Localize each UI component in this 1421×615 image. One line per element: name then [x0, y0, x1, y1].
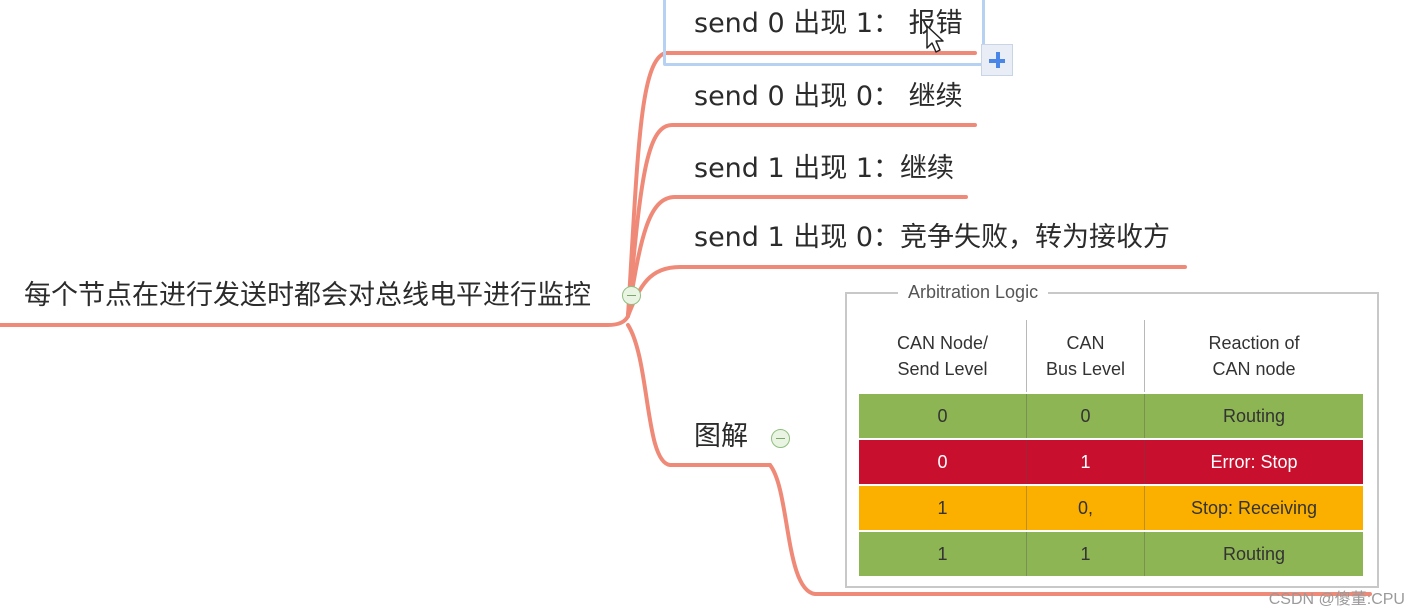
watermark: CSDN @傻董:CPU [1268, 591, 1405, 608]
branch-topic-4[interactable]: send 1 出现 0：竞争失败，转为接收方 [694, 222, 1171, 253]
table-cell: Error: Stop [1144, 438, 1363, 485]
add-topic-button[interactable] [981, 44, 1013, 76]
diagram-collapse-icon[interactable] [771, 429, 790, 448]
table-cell: 0 [859, 438, 1027, 485]
table-cell: 1 [1026, 438, 1145, 485]
table-cell: 1 [1026, 530, 1145, 576]
table-cell: 0 [859, 392, 1027, 439]
root-topic[interactable]: 每个节点在进行发送时都会对总线电平进行监控 [24, 280, 591, 311]
table-cell: 0 [1026, 392, 1145, 439]
branch-topic-1[interactable]: send 0 出现 1： 报错 [694, 8, 963, 39]
table-cell: Stop: Receiving [1144, 484, 1363, 531]
table-cell: Routing [1144, 392, 1363, 439]
selection-box [663, 0, 985, 66]
diagram-topic[interactable]: 图解 [694, 421, 748, 452]
branch-topic-2[interactable]: send 0 出现 0： 继续 [694, 81, 963, 112]
header-send-level: CAN Node/Send Level [896, 333, 989, 379]
connector-image [768, 463, 1372, 596]
branch-topic-3[interactable]: send 1 出现 1：继续 [694, 153, 955, 184]
table-row: 0 0 Routing [859, 392, 1363, 439]
arbitration-image-frame [845, 292, 1379, 588]
table-row: 0 1 Error: Stop [859, 438, 1363, 485]
table-cell: 1 [859, 484, 1027, 531]
mouse-cursor-icon [926, 25, 944, 53]
table-cell: 1 [859, 530, 1027, 576]
connector-branch-4 [626, 265, 1187, 318]
table-cell: 0, [1026, 484, 1145, 531]
table-cell: Routing [1144, 530, 1363, 576]
root-underline [0, 314, 630, 327]
connector-branch-2 [626, 123, 977, 318]
table-row: 1 0, Stop: Receiving [859, 484, 1363, 531]
arbitration-title: Arbitration Logic [898, 282, 1049, 303]
root-collapse-icon[interactable] [622, 286, 641, 305]
connector-diagram [626, 323, 772, 467]
table-row: 1 1 Routing [859, 530, 1363, 576]
connector-branch-1 [626, 51, 977, 318]
